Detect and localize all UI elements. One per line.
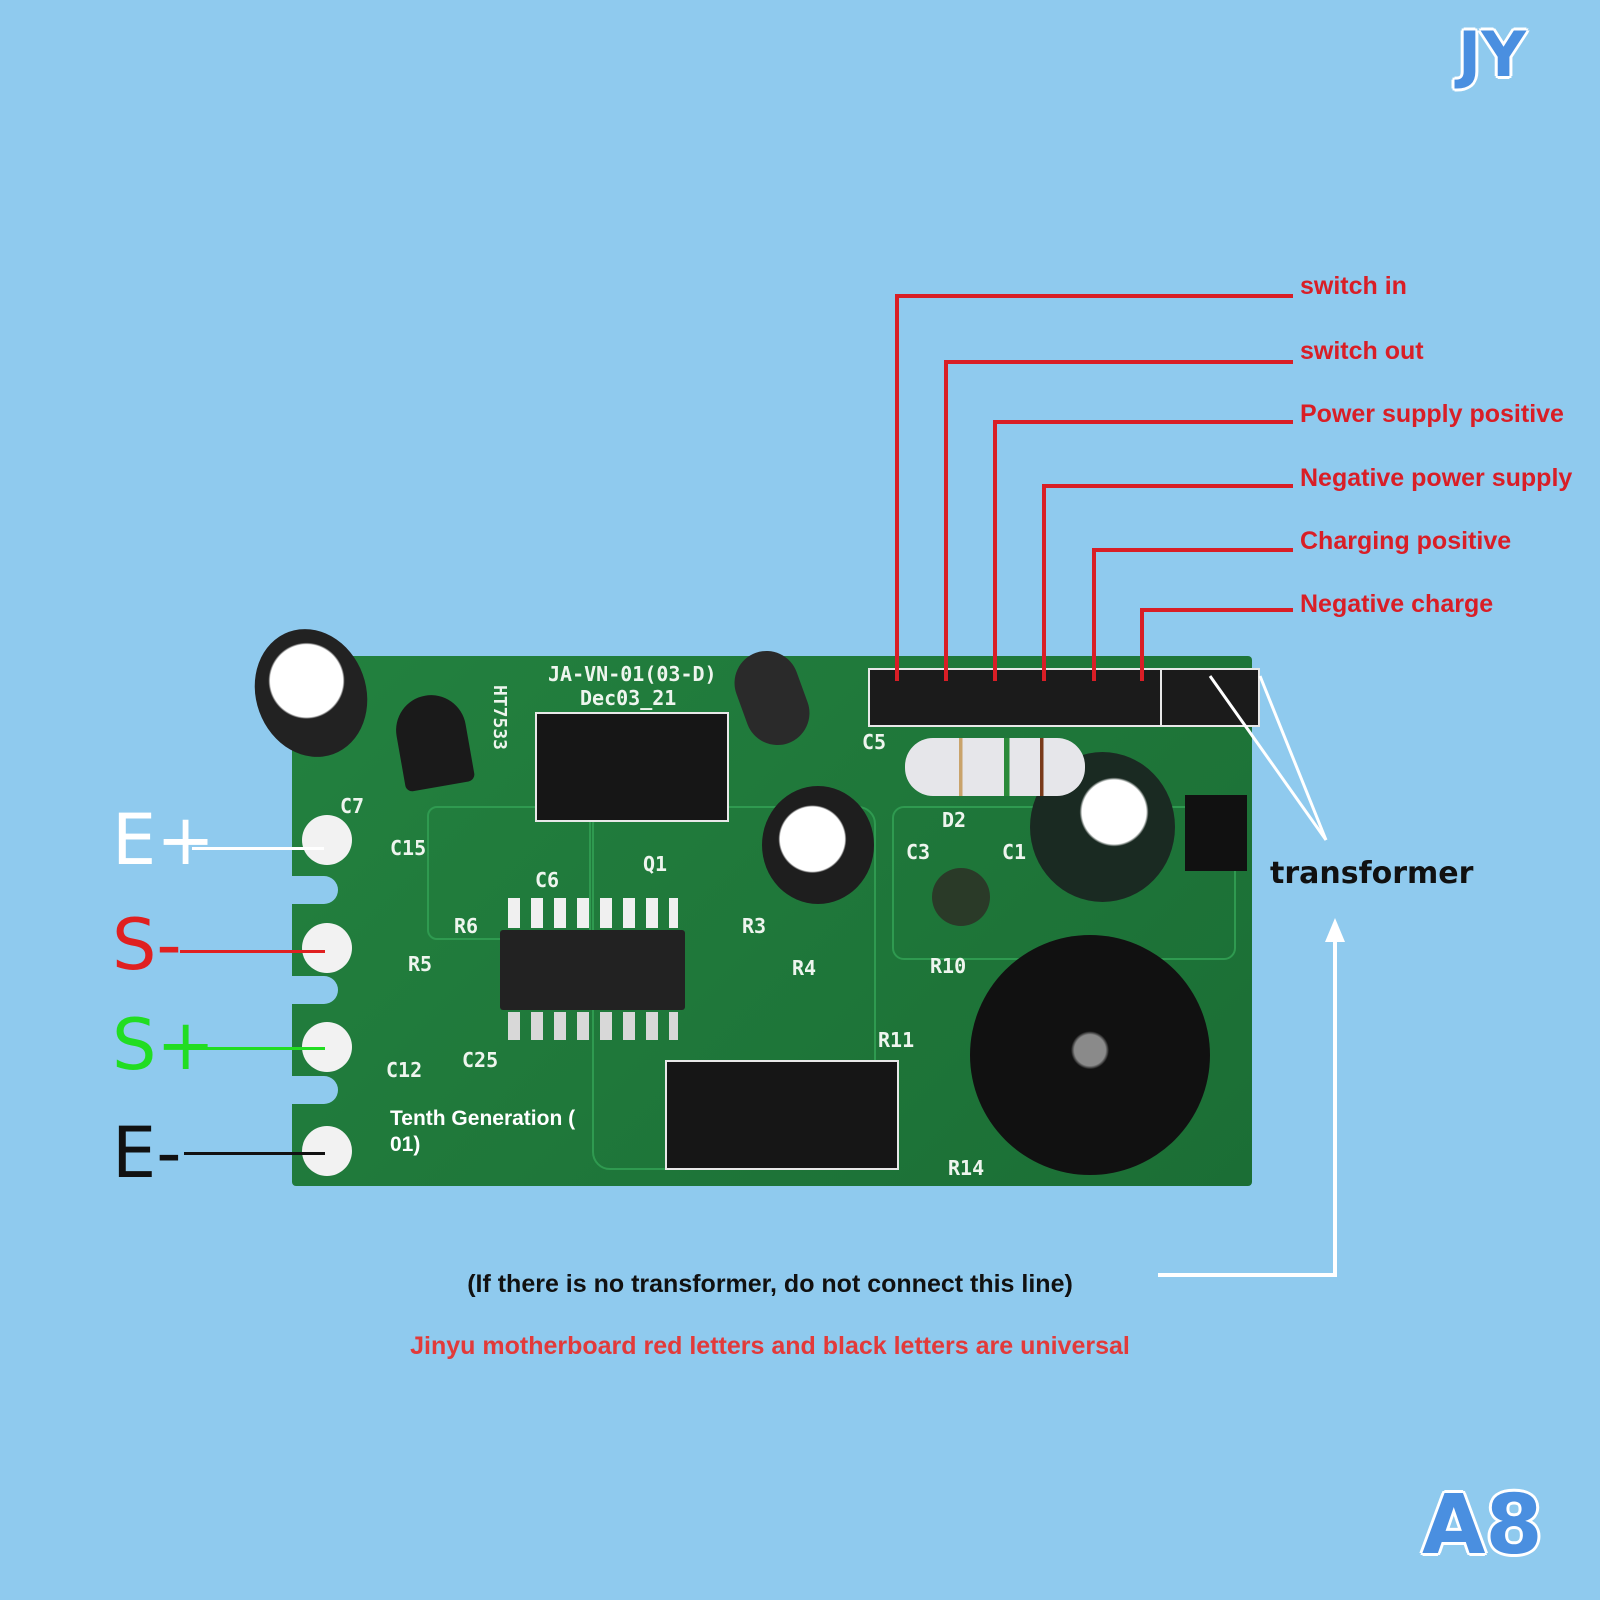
silk-r5: R5	[408, 952, 433, 976]
arrow-up-icon	[1325, 918, 1345, 942]
smd-block-right	[1185, 795, 1247, 871]
silk-r6: R6	[454, 914, 479, 938]
silk-c5: C5	[862, 730, 887, 754]
silk-r3: R3	[742, 914, 767, 938]
transformer-note: (If there is no transformer, do not conn…	[467, 1270, 1073, 1298]
silk-c15: C15	[390, 836, 427, 860]
universal-note: Jinyu motherboard red letters and black …	[410, 1332, 1130, 1360]
leader-charge-neg-v	[1140, 608, 1144, 681]
board-notch	[290, 976, 338, 1004]
transformer-leader-2	[1258, 675, 1328, 841]
leader-charge-neg-h	[1140, 608, 1293, 612]
leader-power-pos-v	[993, 420, 997, 681]
leader-switch-in-v	[895, 294, 899, 681]
terminal-label-s-minus: S-	[112, 904, 182, 986]
ic-pins-bottom	[508, 1012, 678, 1040]
silk-d2: D2	[942, 808, 967, 832]
board-notch	[290, 1076, 338, 1104]
pin-label-switch-in: switch in	[1300, 272, 1407, 300]
leader-power-pos-h	[993, 420, 1293, 424]
pin-label-negative-charge: Negative charge	[1300, 590, 1494, 618]
terminal-label-e-minus: E-	[112, 1112, 182, 1194]
terminal-label-e-plus: E+	[112, 799, 215, 881]
silk-r14: R14	[948, 1156, 985, 1180]
mounting-hole	[932, 868, 990, 926]
board-notch	[290, 876, 338, 904]
silk-r10: R10	[930, 954, 967, 978]
capacitor-c3	[762, 786, 874, 904]
silk-r4: R4	[792, 956, 817, 980]
pin-label-power-supply-positive: Power supply positive	[1300, 400, 1564, 428]
leader-charge-pos-v	[1092, 548, 1096, 681]
leader-switch-in-h	[895, 294, 1293, 298]
board-model-line1: JA-VN-01(03-D)	[548, 662, 717, 686]
main-connector-header	[868, 668, 1162, 727]
silk-c12: C12	[386, 1058, 423, 1082]
board-model-line2: Dec03_21	[580, 686, 677, 710]
silk-c3: C3	[906, 840, 931, 864]
buzzer	[970, 935, 1210, 1175]
leader-switch-out-h	[944, 360, 1293, 364]
terminal-wire-s-minus	[180, 950, 325, 953]
silk-c1: C1	[1002, 840, 1027, 864]
pad-e-minus	[302, 1126, 352, 1176]
terminal-wire-s-plus	[188, 1047, 325, 1050]
leader-power-neg-v	[1042, 484, 1046, 681]
power-resistor	[905, 738, 1085, 796]
pin-label-switch-out: switch out	[1300, 337, 1424, 365]
terminal-wire-e-minus	[184, 1152, 325, 1155]
pad-e-plus	[302, 815, 352, 865]
silk-q1: Q1	[643, 852, 668, 876]
silk-c6: C6	[535, 868, 560, 892]
ic-chip	[500, 930, 685, 1010]
transformer-label: transformer	[1270, 856, 1474, 891]
pad-s-minus	[302, 923, 352, 973]
brand-logo: JY	[1458, 18, 1526, 91]
model-badge: A8	[1422, 1478, 1543, 1573]
generation-note: Tenth Generation ( 01)	[390, 1107, 576, 1156]
terminal-label-s-plus: S+	[112, 1004, 216, 1086]
transformer-return-line	[1158, 935, 1337, 1277]
pin-header-2x4	[535, 712, 729, 822]
silk-r11: R11	[878, 1028, 915, 1052]
pin-label-charging-positive: Charging positive	[1300, 527, 1512, 555]
pin-label-negative-power-supply: Negative power supply	[1300, 464, 1573, 492]
leader-power-neg-h	[1042, 484, 1293, 488]
silk-c7: C7	[340, 794, 365, 818]
terminal-wire-e-plus	[192, 847, 324, 850]
leader-switch-out-v	[944, 360, 948, 681]
silk-c25: C25	[462, 1048, 499, 1072]
transformer-connector-header	[1160, 668, 1260, 727]
ic-pins-top	[508, 898, 678, 928]
pin-header-2x5	[665, 1060, 899, 1170]
transformer-leader-1	[1208, 675, 1328, 841]
leader-charge-pos-h	[1092, 548, 1293, 552]
